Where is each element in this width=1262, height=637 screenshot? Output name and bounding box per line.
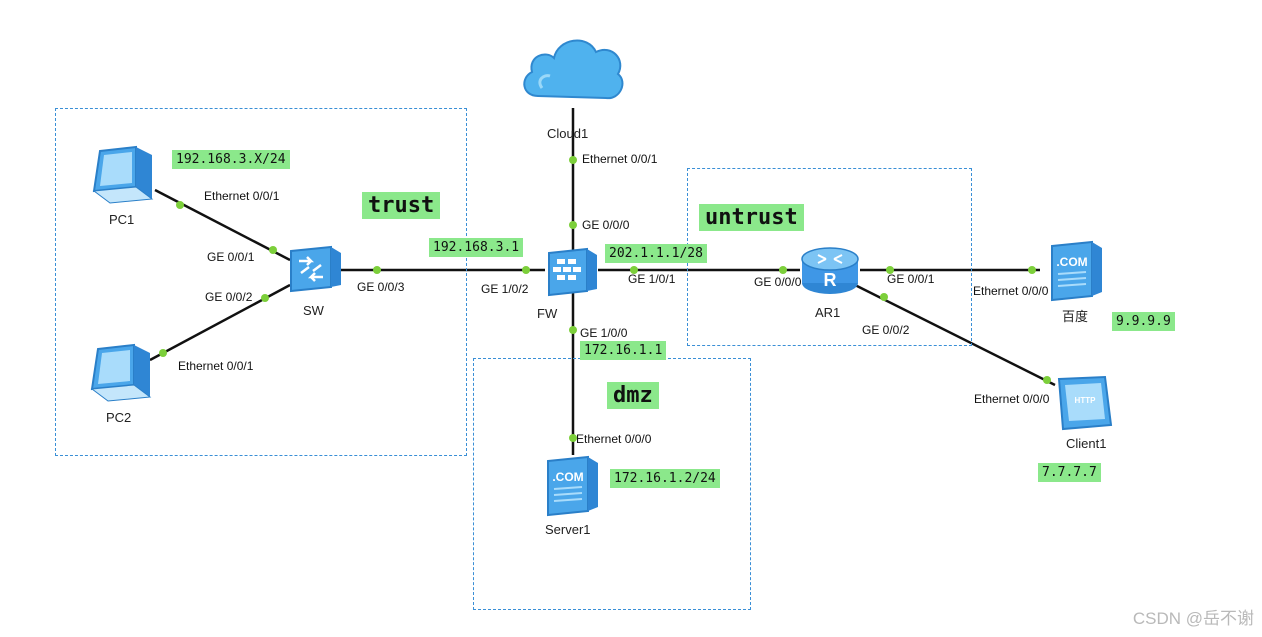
- port-dot-fw-ge101: [630, 266, 638, 274]
- port-dots: [159, 156, 1051, 442]
- port-label-cloud1-eth: Ethernet 0/0/1: [582, 152, 658, 166]
- ip-label-fw-trust: 192.168.3.1: [429, 238, 524, 257]
- port-dot-ar1-ge000: [779, 266, 787, 274]
- port-dot-ar1-ge001: [886, 266, 894, 274]
- router-icon[interactable]: R: [798, 243, 862, 297]
- fw-label: FW: [537, 306, 558, 321]
- port-dot-baidu: [1028, 266, 1036, 274]
- port-label-fw-ge000: GE 0/0/0: [582, 218, 630, 232]
- cloud-icon[interactable]: [518, 30, 626, 112]
- ip-label-baidu: 9.9.9.9: [1112, 312, 1175, 331]
- port-dot-client1: [1043, 376, 1051, 384]
- svg-text:.COM: .COM: [1056, 255, 1087, 269]
- port-label-ar1-ge000: GE 0/0/0: [754, 275, 802, 289]
- client1-label: Client1: [1066, 436, 1107, 451]
- port-dot-sw-ge001: [269, 246, 277, 254]
- ar1-label: AR1: [815, 305, 841, 320]
- link-ar1-client1: [854, 283, 1056, 387]
- baidu-label: 百度: [1062, 309, 1089, 324]
- pc2-computer-icon[interactable]: [86, 343, 156, 405]
- port-dot-cloud1: [569, 156, 577, 164]
- ip-label-fw-dmz: 172.16.1.1: [580, 341, 667, 360]
- pc2-label: PC2: [106, 410, 132, 425]
- port-label-ar1-ge002: GE 0/0/2: [862, 323, 910, 337]
- port-dot-ar1-ge002: [880, 293, 888, 301]
- port-label-pc2-eth: Ethernet 0/0/1: [178, 359, 254, 373]
- port-label-fw-ge101: GE 1/0/1: [628, 272, 676, 286]
- port-dot-sw-ge003: [373, 266, 381, 274]
- firewall-icon[interactable]: [545, 245, 601, 297]
- port-label-client1-eth: Ethernet 0/0/0: [974, 392, 1050, 406]
- cloud1-label: Cloud1: [547, 126, 589, 141]
- ip-label-pc-subnet: 192.168.3.X/24: [172, 150, 290, 169]
- port-label-sw-ge002: GE 0/0/2: [205, 290, 253, 304]
- port-dot-pc1: [176, 201, 184, 209]
- port-dot-fw-ge100: [569, 326, 577, 334]
- port-label-server1-eth: Ethernet 0/0/0: [576, 432, 652, 446]
- client1-http-icon[interactable]: HTTP: [1055, 375, 1117, 431]
- server1-label: Server1: [545, 522, 591, 537]
- port-dot-fw-ge000: [569, 221, 577, 229]
- trust-zone-box: [55, 108, 467, 456]
- trust-zone-label: trust: [362, 192, 441, 219]
- port-label-sw-ge003: GE 0/0/3: [357, 280, 405, 294]
- svg-text:R: R: [824, 270, 837, 290]
- untrust-zone-label: untrust: [699, 204, 804, 231]
- svg-text:.COM: .COM: [552, 470, 583, 484]
- port-label-pc1-eth: Ethernet 0/0/1: [204, 189, 280, 203]
- dmz-zone-label: dmz: [607, 382, 659, 409]
- port-label-baidu-eth: Ethernet 0/0/0: [973, 284, 1049, 298]
- port-label-fw-ge100: GE 1/0/0: [580, 326, 628, 340]
- port-label-fw-ge102: GE 1/0/2: [481, 282, 529, 296]
- pc1-label: PC1: [109, 212, 135, 227]
- baidu-server-icon[interactable]: .COM: [1048, 240, 1104, 302]
- link-pc1-sw: [154, 188, 291, 262]
- ip-label-server1: 172.16.1.2/24: [610, 469, 720, 488]
- sw-label: SW: [303, 303, 324, 318]
- port-dot-fw-ge102: [522, 266, 530, 274]
- svg-text:HTTP: HTTP: [1075, 396, 1097, 405]
- pc1-computer-icon[interactable]: [88, 145, 158, 207]
- port-dot-pc2: [159, 349, 167, 357]
- port-label-ar1-ge001: GE 0/0/1: [887, 272, 935, 286]
- port-label-sw-ge001: GE 0/0/1: [207, 250, 255, 264]
- ip-label-client1: 7.7.7.7: [1038, 463, 1101, 482]
- server1-icon[interactable]: .COM: [544, 455, 600, 517]
- switch-icon[interactable]: [287, 243, 343, 293]
- watermark: CSDN @岳不谢: [1132, 609, 1254, 628]
- port-dot-server1: [569, 434, 577, 442]
- ip-label-fw-untrust: 202.1.1.1/28: [605, 244, 707, 263]
- port-dot-sw-ge002: [261, 294, 269, 302]
